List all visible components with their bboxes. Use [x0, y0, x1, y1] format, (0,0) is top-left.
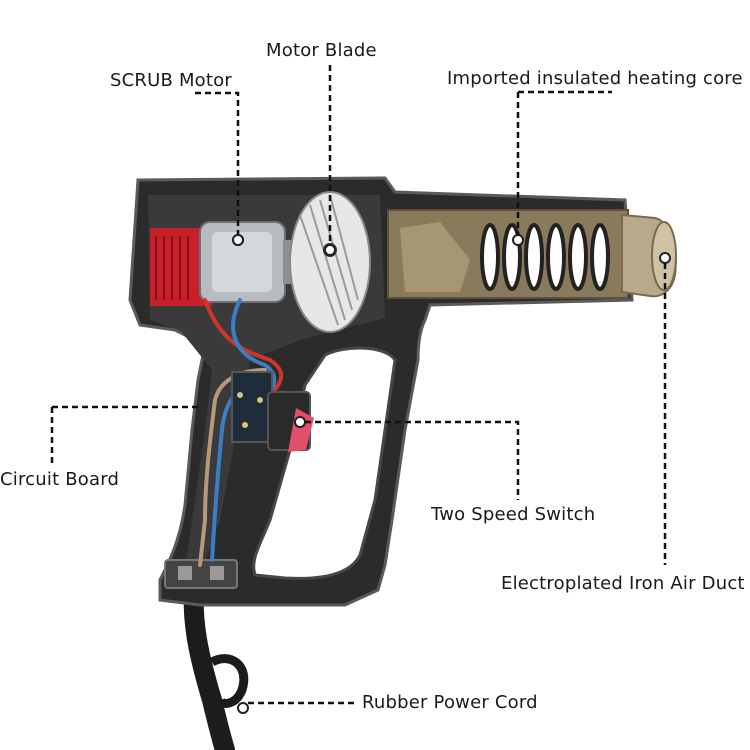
circuit-board-graphic	[231, 371, 273, 443]
air-duct-graphic	[621, 213, 677, 298]
air-duct-label: Electroplated Iron Air Duct	[501, 573, 745, 594]
leader-lines	[50, 65, 667, 705]
motor-blade-label: Motor Blade	[266, 40, 377, 61]
power-cord-label: Rubber Power Cord	[362, 692, 538, 713]
power-cord-graphic	[183, 570, 249, 750]
heating-core-graphic	[387, 209, 629, 299]
heating-core-label: Imported insulated heating core	[447, 68, 743, 89]
speed-switch-graphic	[267, 391, 314, 452]
fan-blade-graphic	[289, 191, 371, 333]
circuit-board-label: Circuit Board	[0, 469, 120, 490]
speed-switch-label: Two Speed Switch	[431, 504, 596, 525]
scrub-motor-label: SCRUB Motor	[110, 70, 232, 91]
